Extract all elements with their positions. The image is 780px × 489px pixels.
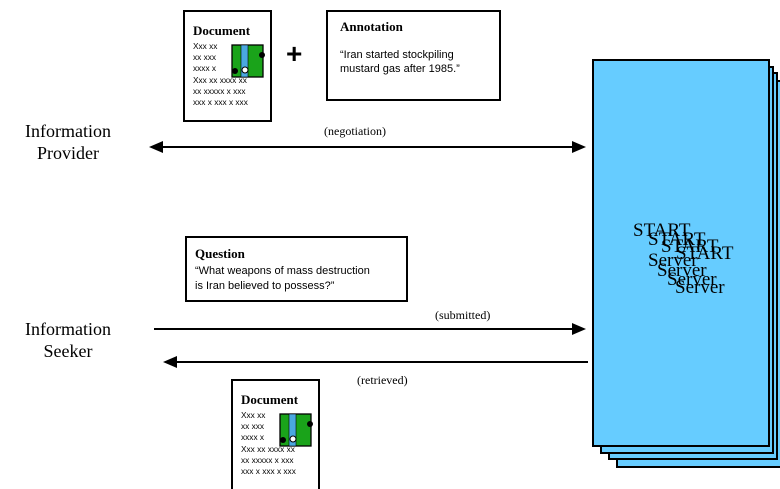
document-line: xxxx x [193, 63, 217, 73]
document-image-icon [279, 413, 313, 447]
server-server-word-2: Server [657, 260, 707, 281]
negotiation-label: (negotiation) [324, 124, 386, 138]
document-line: xx xxxxx x xxx [193, 86, 246, 96]
server-start-word-3: START [661, 236, 719, 257]
document-card-bottom: Document Xxx xx xx xxx xxxx x Xxx xx xxx… [231, 379, 320, 489]
seeker-line-2: Seeker [43, 341, 93, 361]
document-line: xx xxx [241, 421, 265, 431]
negotiation-arrow [149, 141, 586, 153]
information-provider-label: Information Provider [0, 120, 138, 164]
question-box: Question “What weapons of mass destructi… [185, 236, 408, 302]
server-sheet-1 [592, 59, 770, 447]
annotation-title: Annotation [340, 19, 403, 34]
annotation-line: mustard gas after 1985.” [340, 63, 460, 75]
question-title: Question [195, 246, 245, 261]
provider-line-1: Information [25, 121, 111, 141]
document-line: xx xxxxx x xxx [241, 455, 294, 465]
document-line: Xxx xx xxxx xx [193, 75, 247, 85]
retrieved-label: (retrieved) [357, 373, 408, 387]
server-server-word-4: Server [675, 277, 725, 298]
retrieved-arrow [163, 356, 588, 368]
submitted-label: (submitted) [435, 308, 491, 322]
document-line: Xxx xx xxxx xx [241, 444, 295, 454]
document-line: xx xxx [193, 52, 217, 62]
document-title: Document [241, 392, 299, 407]
question-line: is Iran believed to possess?” [195, 280, 335, 292]
document-line: xxxx x [241, 432, 265, 442]
document-line: Xxx xx [241, 410, 266, 420]
information-seeker-label: Information Seeker [0, 318, 138, 362]
server-start-word-2: START [648, 229, 706, 250]
plus-sign: + [286, 38, 303, 69]
document-line: Xxx xx [193, 41, 218, 51]
document-image-icon [231, 44, 265, 78]
server-server-word-3: Server [667, 269, 717, 290]
document-title: Document [193, 23, 251, 38]
server-server-word-1: Server [648, 250, 698, 271]
question-line: “What weapons of mass destruction [195, 265, 370, 277]
document-card-top: Document Xxx xx xx xxx xxxx x Xxx xx xxx… [183, 10, 272, 122]
annotation-line: “Iran started stockpiling [340, 49, 454, 61]
document-line: xxx x xxx x xxx [193, 97, 248, 107]
annotation-box: Annotation “Iran started stockpiling mus… [326, 10, 501, 101]
document-line: xxx x xxx x xxx [241, 466, 296, 476]
seeker-line-1: Information [25, 319, 111, 339]
provider-line-2: Provider [37, 143, 99, 163]
server-start-word-4: START [676, 243, 734, 264]
submitted-arrow [154, 323, 586, 335]
server-start-word-1: START [633, 220, 691, 241]
